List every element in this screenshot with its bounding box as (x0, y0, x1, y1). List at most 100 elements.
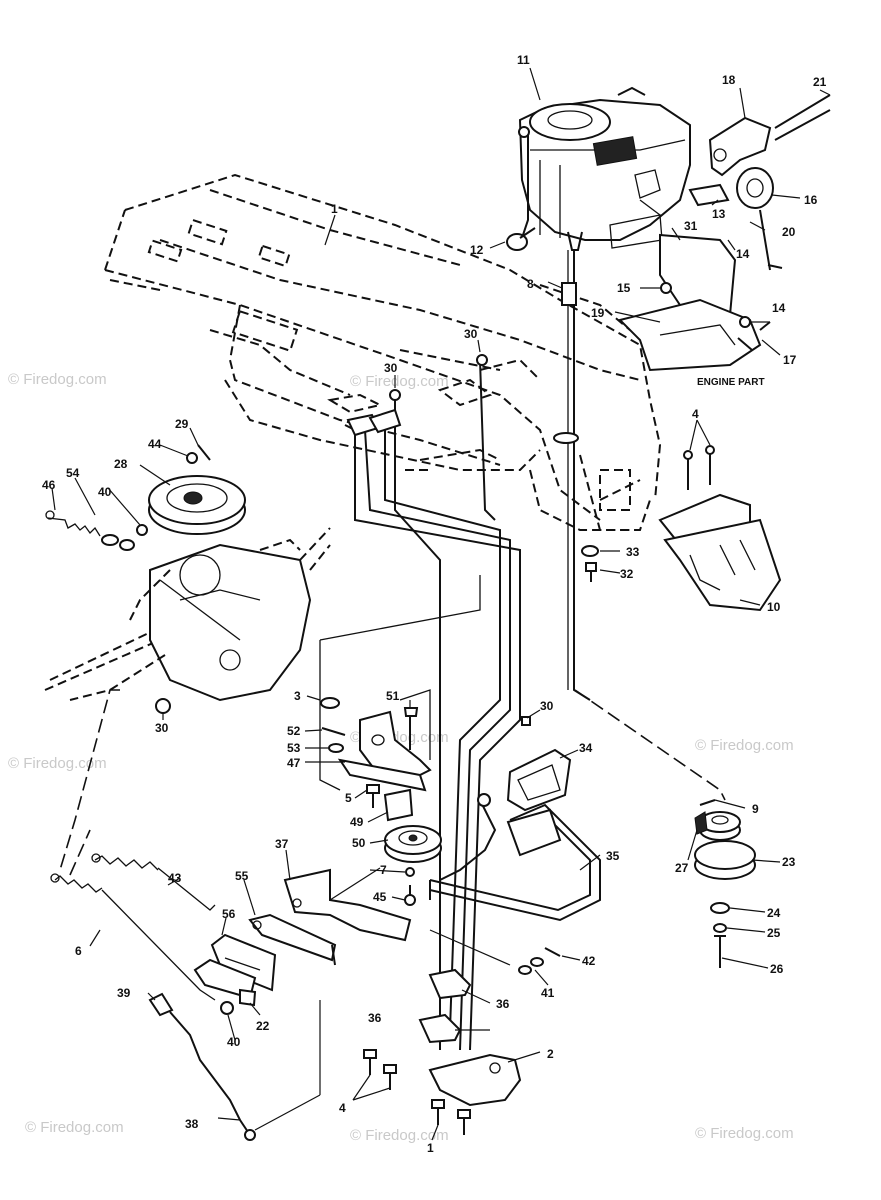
part-8-spacer (561, 282, 577, 306)
callout-7: 7 (380, 863, 387, 877)
part-39-knob (148, 992, 256, 1141)
callout-21: 21 (813, 75, 827, 89)
callout-10: 10 (767, 600, 781, 614)
part-36-clamp (418, 1013, 462, 1044)
part-32-bolt (585, 562, 597, 582)
callout-32: 32 (620, 567, 634, 581)
callout-40: 40 (98, 485, 112, 499)
callout-31: 31 (684, 219, 698, 233)
crankshaft-line (573, 250, 591, 701)
part-16-pulley (736, 167, 783, 271)
leader-line (254, 1094, 321, 1131)
callout-29: 29 (175, 417, 189, 431)
watermark-text: © Firedog.com (350, 373, 449, 390)
callout-4: 4 (692, 407, 699, 421)
part-18-bracket (708, 116, 772, 177)
callout-14b: 14 (772, 301, 786, 315)
part-13-plate (688, 183, 730, 207)
part-50-idler-pulley (384, 825, 442, 863)
part-56-plate (193, 933, 277, 1000)
callout-30: 30 (384, 361, 398, 375)
watermark-text: © Firedog.com (8, 755, 107, 772)
part-7-pin (405, 867, 415, 877)
part-46-spring (45, 510, 148, 551)
callout-34: 34 (579, 741, 593, 755)
part-4-bolts (363, 1049, 397, 1090)
callout-4b: 4 (339, 1101, 346, 1115)
callout-labels: 11 18 21 16 13 20 14 12 31 8 15 19 14 17… (42, 53, 827, 1155)
part-3-washer (320, 697, 340, 709)
callout-55: 55 (235, 869, 249, 883)
callout-45: 45 (373, 890, 387, 904)
part-41-washer (518, 965, 532, 975)
callout-27: 27 (675, 861, 689, 875)
part-49-arm (383, 788, 414, 822)
callout-33: 33 (626, 545, 640, 559)
part-5-bolt (366, 784, 380, 808)
callout-30: 30 (155, 721, 169, 735)
callout-49: 49 (350, 815, 364, 829)
callout-5: 5 (345, 791, 352, 805)
part-2-bracket (428, 1053, 522, 1107)
part-36-clamp (428, 968, 472, 1000)
part-21-bolt (774, 109, 831, 141)
callout-39: 39 (117, 986, 131, 1000)
part-27-key (694, 811, 708, 835)
part-44-washer (186, 452, 198, 464)
part-9-key (699, 799, 716, 806)
callout-37: 37 (275, 837, 289, 851)
callout-30: 30 (464, 327, 478, 341)
callout-11: 11 (517, 53, 530, 67)
part-23-pulley (694, 811, 756, 880)
part-33-washer (581, 545, 599, 557)
part-4-bolts-upper (683, 445, 715, 490)
watermark-text: © Firedog.com (350, 1127, 449, 1144)
part-30-nut (389, 389, 401, 401)
callout-42: 42 (582, 954, 596, 968)
part-40-bolt (220, 1001, 234, 1015)
callout-46: 46 (42, 478, 56, 492)
part-25-washer (713, 923, 727, 933)
callout-1b: 1 (427, 1141, 434, 1155)
part-28-pulley (148, 475, 246, 535)
part-21-bolt (774, 94, 831, 129)
callout-12: 12 (470, 243, 484, 257)
part-30-nut (476, 354, 488, 366)
part-14-washer (739, 316, 751, 328)
callout-40: 40 (227, 1035, 241, 1049)
part-10-plate (658, 493, 782, 612)
callout-25: 25 (767, 926, 781, 940)
callout-56: 56 (222, 907, 236, 921)
crank-washer (553, 432, 579, 444)
part-30-nut (155, 698, 171, 720)
callout-50: 50 (352, 836, 366, 850)
callout-28: 28 (114, 457, 128, 471)
callout-23: 23 (782, 855, 796, 869)
part-34-pedal-pad (506, 748, 572, 812)
callout-52: 52 (287, 724, 301, 738)
part-51-bolt-head (403, 707, 419, 717)
callout-41: 41 (541, 986, 555, 1000)
part-55-link (248, 913, 337, 966)
callout-43: 43 (168, 871, 182, 885)
engine-part-label: ENGINE PART (697, 377, 765, 388)
part-17-bolt (759, 321, 771, 331)
part-43-spring (91, 853, 216, 911)
callout-2: 2 (547, 1047, 554, 1061)
callout-19: 19 (591, 306, 605, 320)
leader-lines (51, 67, 831, 1141)
part-53-washer (328, 743, 344, 753)
leader-line (324, 214, 336, 246)
part-35-pedal (429, 793, 601, 922)
part-30-nut (521, 716, 531, 726)
callout-8: 8 (527, 277, 534, 291)
leader-line (329, 867, 381, 901)
part-26-bolt (714, 935, 726, 968)
callout-17: 17 (783, 353, 797, 367)
callout-36: 36 (368, 1011, 382, 1025)
leader-line (429, 929, 511, 966)
callout-6: 6 (75, 944, 82, 958)
part-19-mount (618, 233, 762, 372)
tractor-frame-outline (104, 173, 662, 531)
